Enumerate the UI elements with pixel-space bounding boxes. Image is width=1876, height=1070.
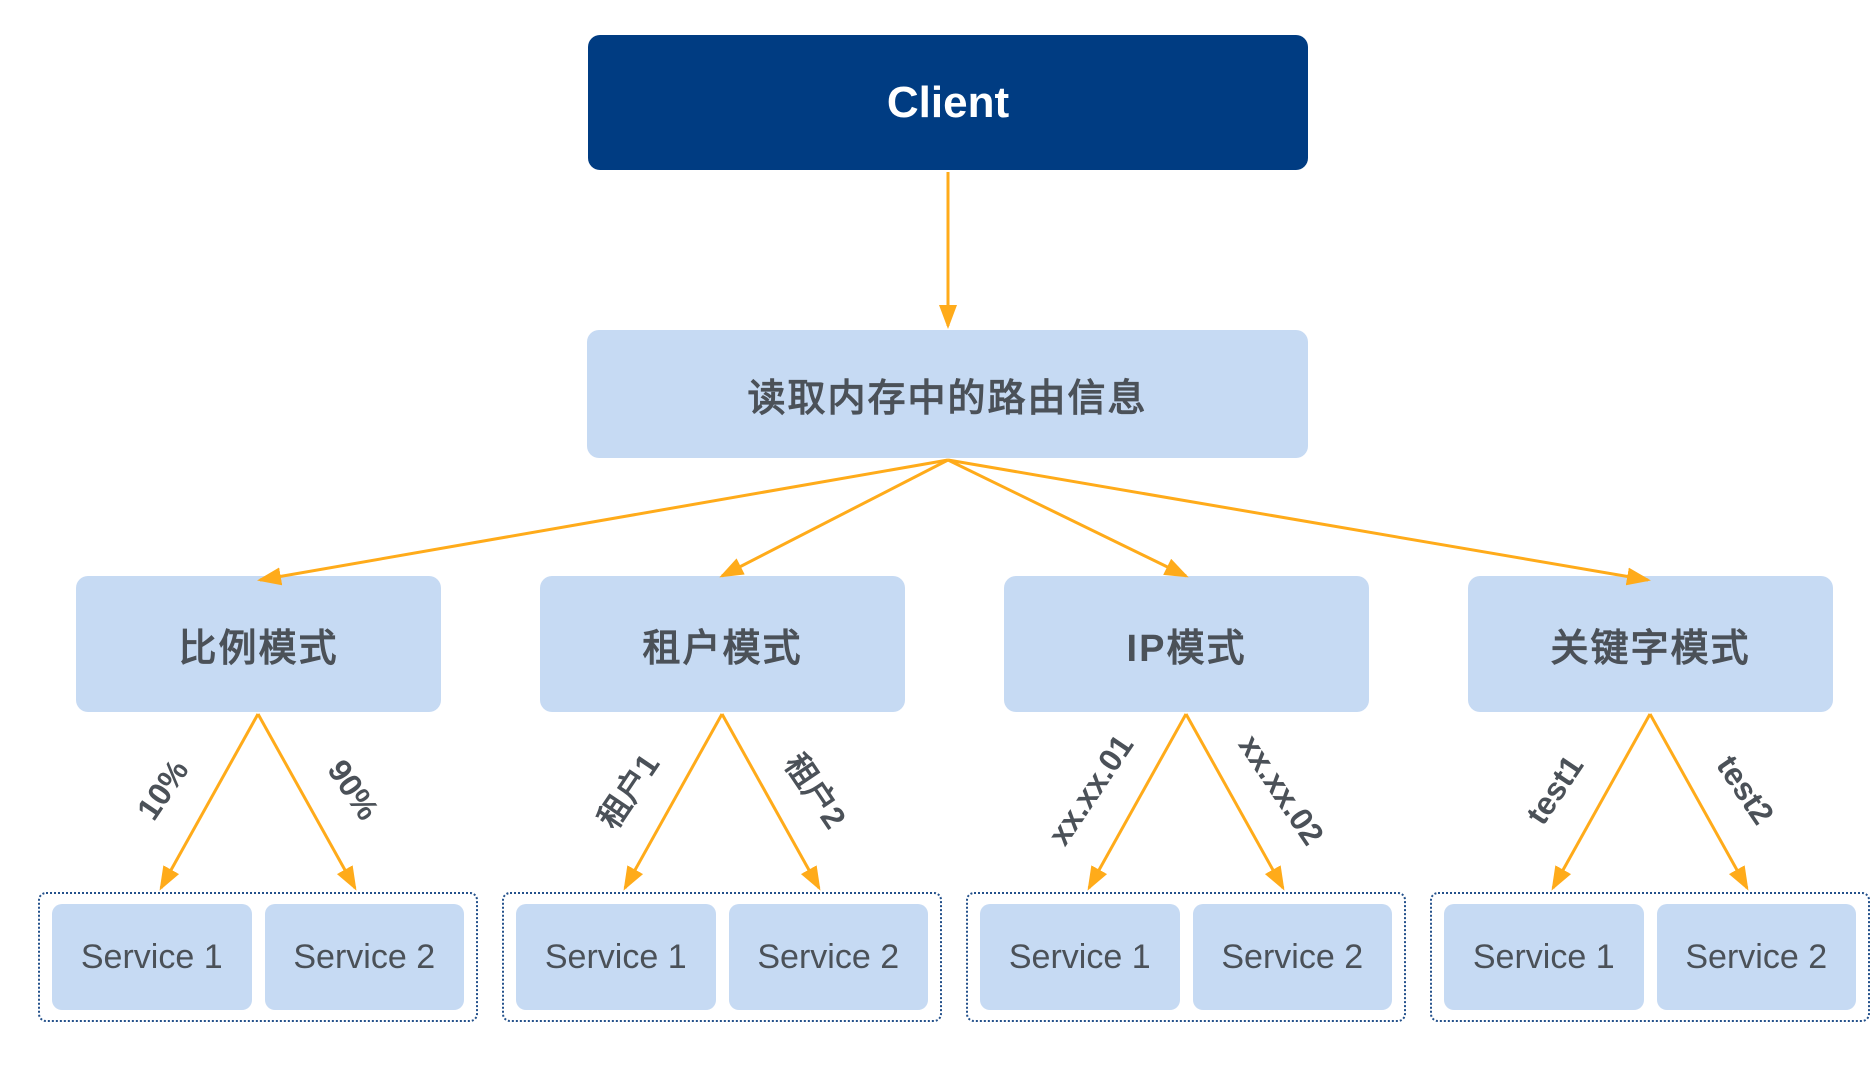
edge-label-ip-left: xx.xx.01 [1040, 728, 1141, 852]
service-node: Service 1 [1444, 904, 1644, 1010]
service-group-tenant: Service 1 Service 2 [502, 892, 942, 1022]
mode-node-ratio: 比例模式 [76, 576, 441, 712]
router-info-label: 读取内存中的路由信息 [747, 377, 1148, 420]
arrow-router-to-ratio [257, 458, 949, 586]
service-group-keyword: Service 1 Service 2 [1430, 892, 1870, 1022]
service-group-ratio: Service 1 Service 2 [38, 892, 478, 1022]
edge-label-ratio-left: 10% [129, 753, 196, 827]
client-node: Client [588, 35, 1308, 170]
edge-label-tenant-right: 租户2 [777, 747, 854, 836]
service-node: Service 2 [264, 904, 464, 1010]
edge-label-keyword-left: test1 [1518, 748, 1591, 831]
mode-label-ratio: 比例模式 [178, 627, 339, 670]
arrow-router-to-tenant [719, 458, 949, 578]
mode-label-tenant: 租户模式 [642, 627, 803, 670]
service-node: Service 1 [52, 904, 252, 1010]
router-info-node: 读取内存中的路由信息 [587, 330, 1308, 458]
service-label: Service 1 [80, 937, 223, 976]
edge-label-ip-right: xx.xx.02 [1231, 728, 1332, 852]
service-node: Service 1 [980, 904, 1180, 1010]
edge-label-keyword-right: test2 [1709, 748, 1782, 831]
mode-node-tenant: 租户模式 [540, 576, 905, 712]
mode-node-keyword: 关键字模式 [1468, 576, 1833, 712]
service-label: Service 1 [1008, 937, 1151, 976]
service-label: Service 2 [293, 937, 436, 976]
mode-node-ip: IP模式 [1004, 576, 1369, 712]
service-node: Service 1 [516, 904, 716, 1010]
service-label: Service 2 [757, 937, 900, 976]
service-group-ip: Service 1 Service 2 [966, 892, 1406, 1022]
mode-label-ip: IP模式 [1126, 627, 1247, 670]
arrow-router-to-ip [947, 458, 1189, 578]
service-node: Service 2 [1656, 904, 1856, 1010]
service-label: Service 2 [1685, 937, 1828, 976]
service-label: Service 1 [1472, 937, 1615, 976]
service-node: Service 2 [728, 904, 928, 1010]
client-label: Client [886, 77, 1010, 127]
mode-label-keyword: 关键字模式 [1550, 627, 1751, 670]
service-label: Service 2 [1221, 937, 1364, 976]
service-node: Service 2 [1192, 904, 1392, 1010]
arrow-router-to-keyword [947, 458, 1651, 586]
edge-label-tenant-left: 租户1 [590, 747, 667, 836]
edge-label-ratio-right: 90% [320, 753, 387, 827]
service-label: Service 1 [544, 937, 687, 976]
